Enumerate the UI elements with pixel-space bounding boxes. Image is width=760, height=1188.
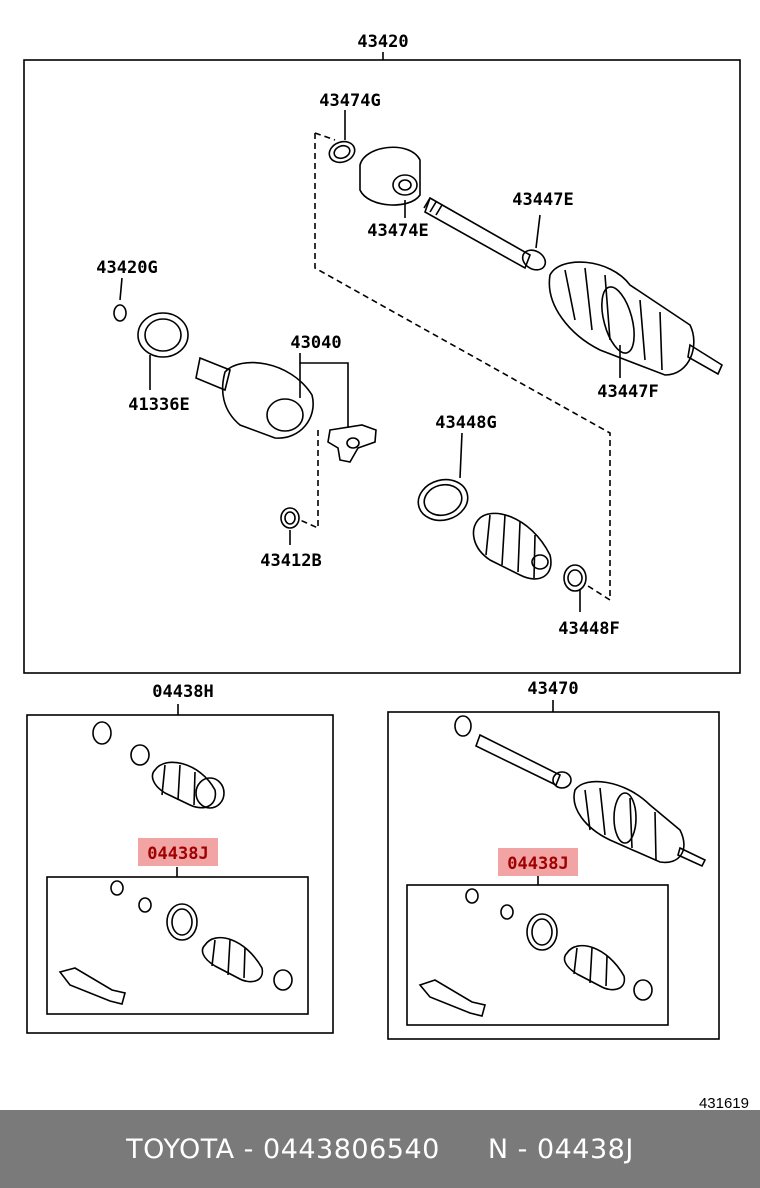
highlight-04438j-right	[498, 848, 578, 876]
label-43448f: 43448F	[558, 619, 619, 639]
label-43412b: 43412B	[260, 551, 321, 571]
clamp-43474g-icon	[328, 140, 356, 164]
kit-04438j-right-parts-icon	[418, 888, 653, 1017]
label-43447e: 43447E	[512, 190, 573, 210]
damper-43474e-icon	[359, 146, 421, 206]
label-43420: 43420	[357, 32, 408, 52]
snap-ring-43420g-icon	[113, 304, 127, 322]
kit-04438j-left-parts-icon	[58, 880, 293, 1005]
drive-shaft-icon	[423, 196, 724, 376]
kit-43470-parts-icon	[454, 715, 707, 868]
reference-code: 431619	[699, 1095, 749, 1110]
footer-n-value: 04438J	[536, 1133, 634, 1165]
label-43470: 43470	[527, 679, 578, 699]
kit-04438h-parts-icon	[92, 721, 225, 809]
label-04438j-left[interactable]: 04438J	[147, 844, 208, 864]
parts-diagram: 43420 43474G 43474E 43447E 43420G 41336E…	[23, 32, 749, 1110]
main-assembly-frame	[23, 59, 741, 674]
footer-sep-1: -	[243, 1133, 254, 1165]
kit-04438h-frame	[26, 714, 334, 1034]
footer-bar: TOYOTA - 0443806540 N - 04438J	[0, 1110, 760, 1188]
label-04438h: 04438H	[152, 682, 213, 702]
inner-boot-icon	[472, 512, 552, 580]
clamp-43448g-icon	[417, 478, 469, 522]
footer-sep-2: -	[517, 1133, 528, 1165]
label-41336e: 41336E	[128, 395, 189, 415]
footer-n-label: N	[487, 1133, 509, 1165]
label-43474g: 43474G	[319, 91, 380, 111]
clamp-43448f-icon	[563, 564, 587, 592]
kit-04438j-left-frame	[46, 876, 309, 1015]
highlight-04438j-left	[138, 838, 218, 866]
label-43474e: 43474E	[367, 221, 428, 241]
snap-ring-43412b-icon	[280, 507, 300, 529]
footer-part-number: 0443806540	[263, 1133, 440, 1165]
label-04438j-right[interactable]: 04438J	[507, 854, 568, 874]
ring-41336e-icon	[137, 312, 189, 358]
label-43447f: 43447F	[597, 382, 658, 402]
label-43448g: 43448G	[435, 413, 496, 433]
label-43040: 43040	[290, 333, 341, 353]
footer-brand: TOYOTA	[126, 1133, 235, 1165]
inboard-joint-43040-icon	[195, 356, 377, 463]
label-43420g: 43420G	[96, 258, 157, 278]
